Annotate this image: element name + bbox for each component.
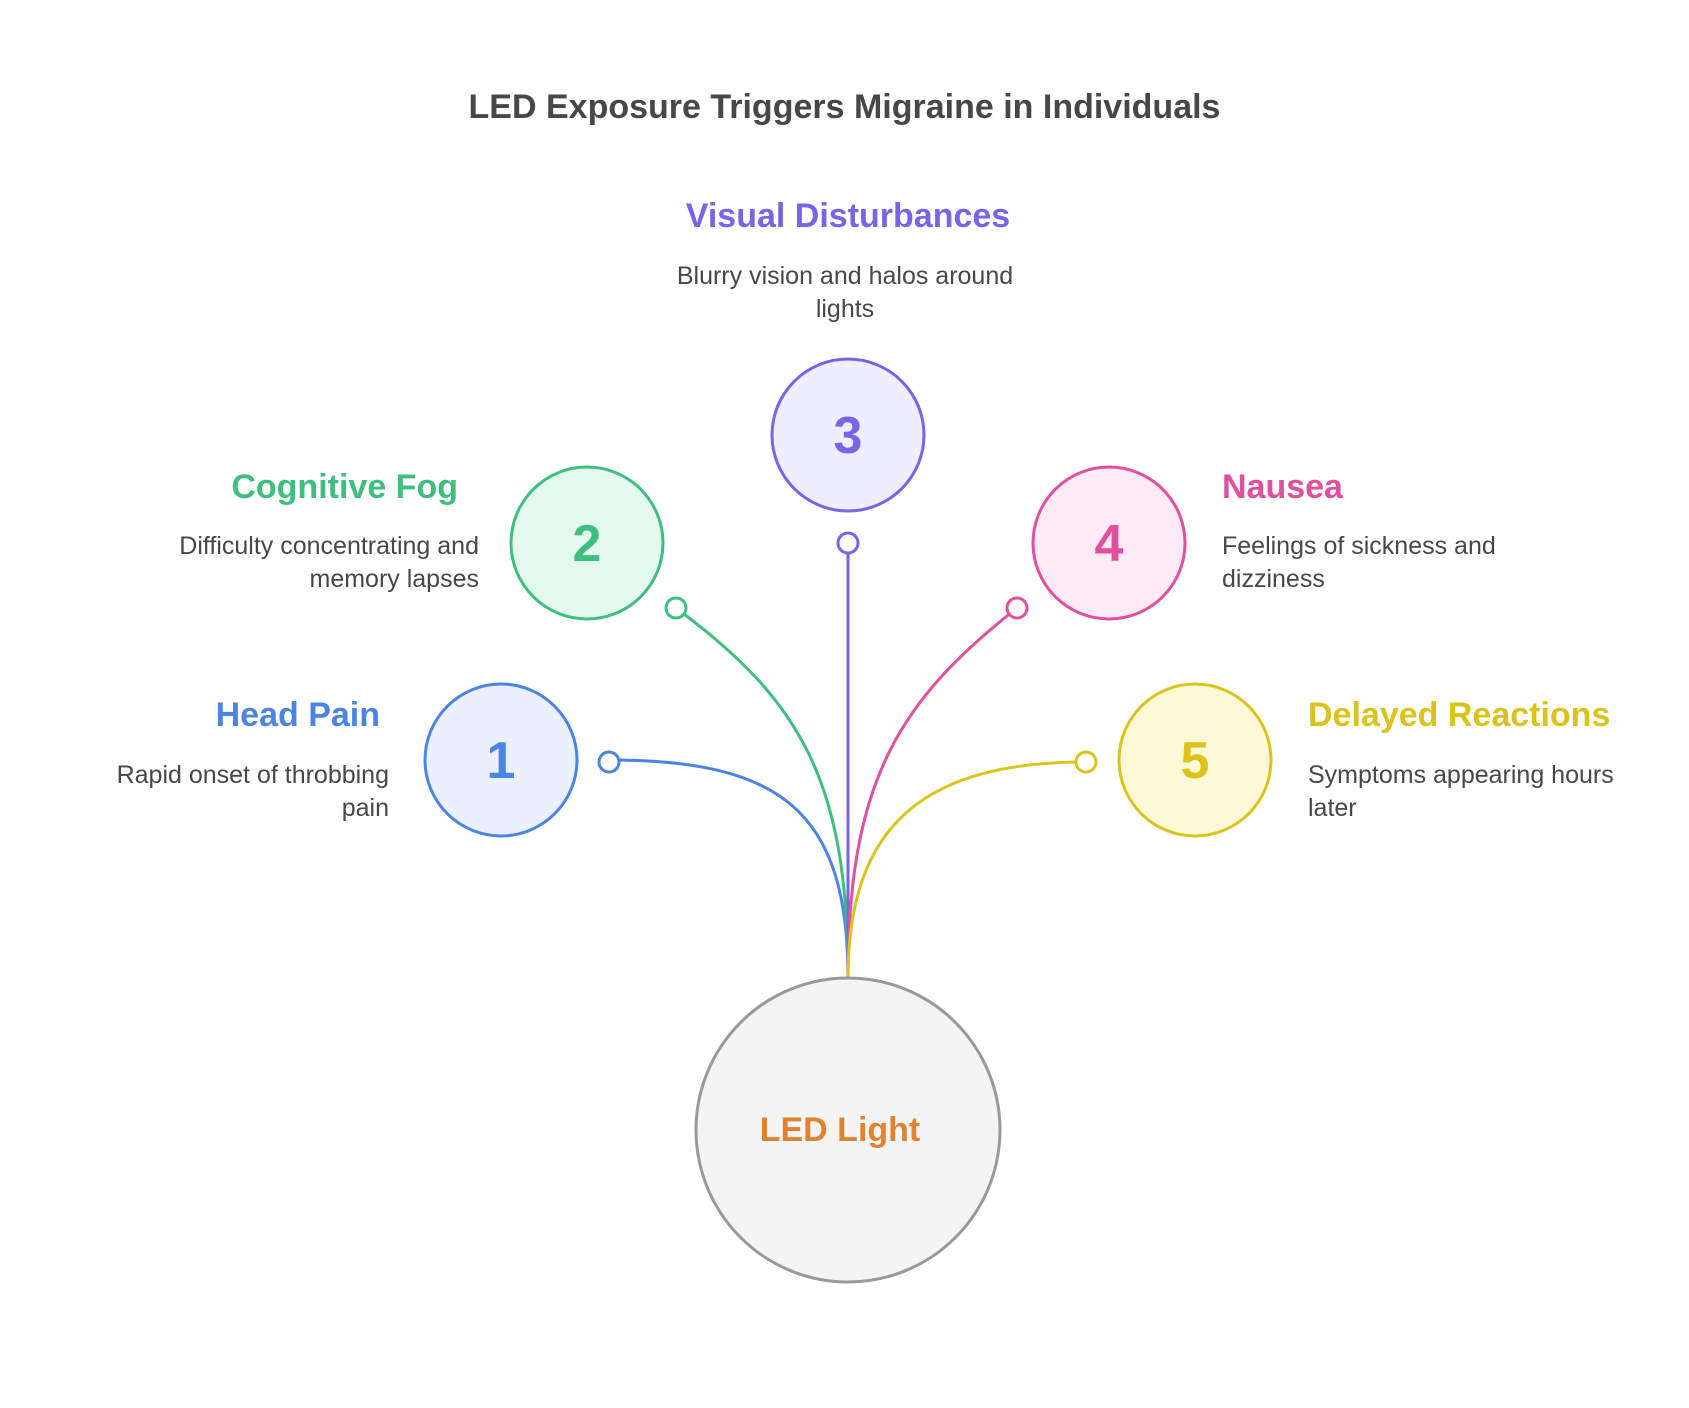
connector-dot-3 [836, 531, 860, 555]
heading-delayed-reactions: Delayed Reactions [1308, 696, 1611, 734]
connector-dot-1 [597, 750, 621, 774]
heading-cognitive-fog: Cognitive Fog [231, 468, 458, 506]
description-visual-disturbances: Blurry vision and halos around lights [676, 262, 1014, 323]
heading-head-pain: Head Pain [215, 696, 380, 734]
connector-1 [608, 758, 850, 979]
number-5: 5 [1181, 732, 1210, 790]
center-label: LED Light [760, 1111, 921, 1149]
number-3: 3 [834, 407, 863, 465]
number-circle-5 [1117, 682, 1273, 838]
description-delayed-reactions: Symptoms appearing hours later [1308, 761, 1614, 822]
number-circle-1 [423, 682, 579, 838]
heading-visual-disturbances: Visual Disturbances [685, 197, 1011, 235]
number-circle-2 [509, 465, 665, 621]
number-2: 2 [573, 515, 602, 573]
heading-nausea: Nausea [1222, 468, 1343, 506]
diagram-title: LED Exposure Triggers Migraine in Indivi… [468, 88, 1221, 126]
number-circle-4 [1031, 465, 1187, 621]
connector-dot-4 [1005, 596, 1029, 620]
number-4: 4 [1095, 515, 1124, 573]
number-1: 1 [487, 732, 516, 790]
connector-5 [846, 760, 1087, 979]
description-nausea: Feelings of sickness and dizziness [1222, 532, 1496, 593]
connector-4 [846, 606, 1018, 979]
connector-dot-2 [664, 596, 688, 620]
center-circle [694, 976, 1002, 1284]
description-cognitive-fog: Difficulty concentrating and memory laps… [179, 532, 479, 593]
connector-2 [675, 606, 850, 979]
number-circle-3 [770, 357, 926, 513]
description-head-pain: Rapid onset of throbbing pain [116, 761, 389, 822]
connector-dot-5 [1074, 750, 1098, 774]
